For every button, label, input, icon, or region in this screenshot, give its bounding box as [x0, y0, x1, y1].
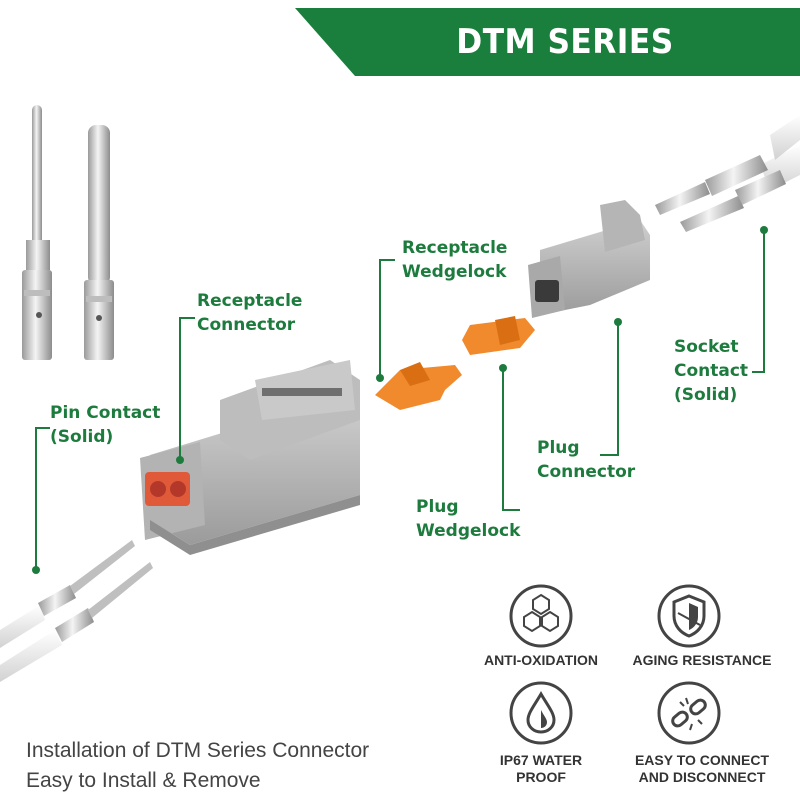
shield-icon [657, 584, 721, 648]
feature-aging-resistance: AGING RESISTANCE [632, 652, 772, 668]
label-receptacle-wedgelock: Receptacle Wedgelock [402, 238, 508, 282]
leader-lines [35, 230, 765, 570]
pin-contact-wires [0, 540, 153, 682]
pin-contact-vertical [22, 105, 52, 360]
feature-easy-connect: EASY TO CONNECT AND DISCONNECT [634, 752, 770, 785]
broken-chain-icon [657, 681, 721, 745]
label-socket-contact: Socket Contact (Solid) [674, 337, 749, 405]
title-banner: DTM SERIES CONNECTOR [295, 8, 800, 130]
label-pin-contact: Pin Contact (Solid) [50, 403, 161, 447]
leader-dots [32, 226, 768, 574]
feature-ip67-water-proof: IP67 WATER PROOF [499, 752, 583, 785]
hexagon-molecule-icon [509, 584, 573, 648]
socket-contact-vertical [84, 125, 114, 360]
caption-line-2: Easy to Install & Remove [26, 769, 261, 792]
banner-shape [295, 8, 800, 76]
label-plug-connector: Plug Connector [537, 438, 636, 482]
water-drop-icon [509, 681, 573, 745]
plug-wedgelock [462, 316, 535, 355]
banner-title: DTM SERIES CONNECTOR [453, 22, 677, 130]
installation-caption: Installation of DTM Series Connector Eas… [26, 736, 369, 796]
feature-anti-oxidation: ANTI-OXIDATION [483, 652, 599, 668]
plug-connector [528, 200, 650, 318]
socket-contact-wires [655, 115, 800, 232]
receptacle-wedgelock [375, 362, 462, 410]
label-receptacle-connector: Receptacle Connector [197, 291, 303, 335]
caption-line-1: Installation of DTM Series Connector [26, 739, 370, 762]
receptacle-connector [140, 360, 360, 555]
label-plug-wedgelock: Plug Wedgelock [416, 497, 521, 541]
